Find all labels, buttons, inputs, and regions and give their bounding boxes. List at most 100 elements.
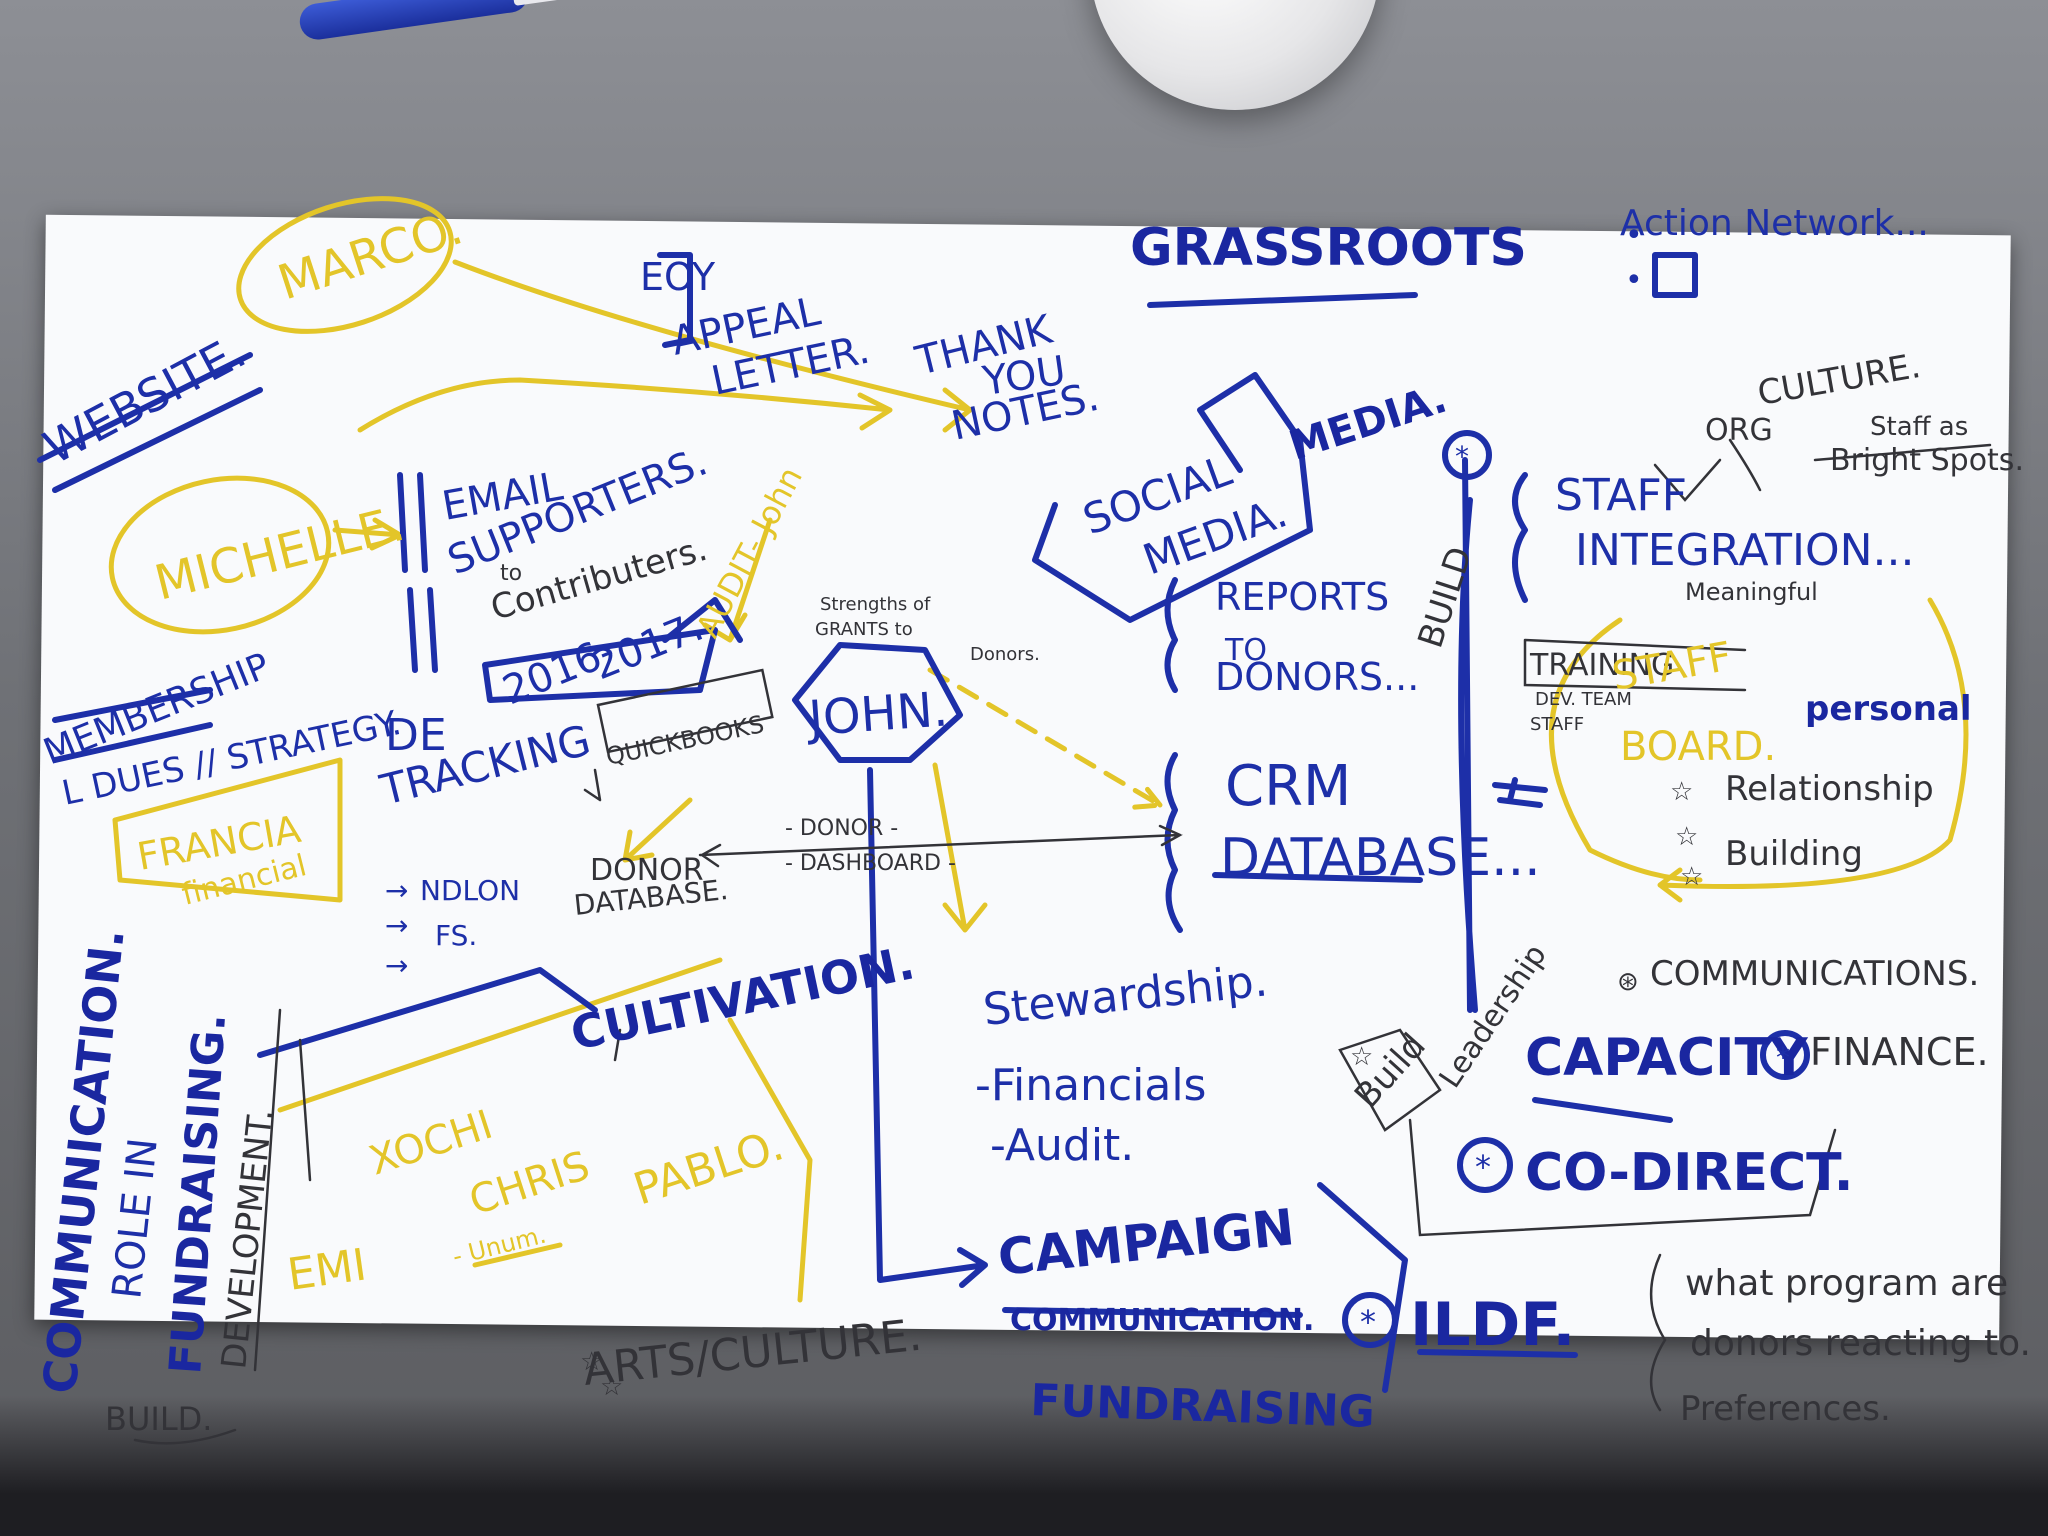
star-1: ☆ xyxy=(1670,777,1693,807)
quickbooks-tick xyxy=(583,768,602,802)
label-arts-culture: ARTS/CULTURE. xyxy=(581,1310,924,1396)
program-brace xyxy=(1649,1253,1667,1412)
arrow-ndlon: → xyxy=(385,874,408,907)
label-ildf: ILDF. xyxy=(1410,1290,1575,1360)
crm-brace xyxy=(1164,752,1183,933)
label-co-direct: CO-DIRECT. xyxy=(1525,1143,1853,1203)
label-culture: CULTURE. xyxy=(1755,346,1924,414)
star-arts-1: ☆ xyxy=(580,1347,603,1377)
label-donors-reacting: donors reacting to. xyxy=(1690,1323,2031,1364)
label-unum: - Unum. xyxy=(450,1221,549,1271)
label-grassroots: GRASSROOTS xyxy=(1130,218,1527,278)
label-grants: GRANTS to xyxy=(815,619,913,640)
label-staff-small: STAFF xyxy=(1530,714,1584,735)
website-underline-2 xyxy=(52,387,263,493)
build-star-circle xyxy=(1442,430,1492,480)
label-bright-spots: Bright Spots. xyxy=(1830,443,2024,478)
label-integration: INTEGRATION... xyxy=(1575,525,1915,576)
label-what-program: what program are xyxy=(1685,1263,2008,1304)
label-action-network: Action Network... xyxy=(1620,203,1929,244)
label-fs: FS. xyxy=(435,919,477,952)
label-de: DE xyxy=(385,710,447,761)
appeal-bracket-right xyxy=(657,252,693,348)
label-dev-team: DEV. TEAM xyxy=(1535,689,1632,710)
label-audit: -Audit. xyxy=(990,1120,1134,1171)
asterisk-ildf: * xyxy=(1360,1303,1376,1341)
email-bars xyxy=(397,472,438,673)
label-build-bottom: BUILD. xyxy=(105,1400,212,1438)
label-xochi: XOCHI xyxy=(364,1102,498,1185)
quickbooks-arrow xyxy=(622,797,693,863)
ildf-underline xyxy=(1417,1349,1578,1358)
label-eoy: EOY xyxy=(640,255,716,299)
arrow-michelle-to-notes xyxy=(357,377,893,433)
label-chris: CHRIS xyxy=(464,1143,595,1225)
label-training: TRAINING xyxy=(1529,648,1674,683)
label-media-2: MEDIA. xyxy=(1284,376,1452,470)
label-year-2: 2017. xyxy=(587,604,710,690)
label-build-vertical: BUILD xyxy=(1411,542,1481,653)
label-meaningful: Meaningful xyxy=(1685,578,1818,606)
john-to-crm-dashed xyxy=(927,667,1163,811)
cultivation-bracket xyxy=(727,1017,813,1303)
checkbox xyxy=(1652,252,1698,298)
label-to-caps: TO xyxy=(1224,633,1267,668)
arrow-fs: → xyxy=(385,909,408,942)
ildf-circle xyxy=(1342,1292,1398,1348)
star-arts-2: ☆ xyxy=(600,1372,623,1402)
francia-box xyxy=(112,757,343,903)
arrow-marco-to-thanks xyxy=(452,259,973,433)
year-box-tab xyxy=(662,597,743,643)
arrow-misc: → xyxy=(385,949,408,982)
label-stewardship: Stewardship. xyxy=(981,955,1270,1036)
dashboard-arrow xyxy=(698,824,1183,868)
label-finance: FINANCE. xyxy=(1810,1030,1989,1074)
label-michelle: MICHELLE. xyxy=(149,496,410,612)
asterisk-co-direct: * xyxy=(1475,1148,1491,1186)
campaign-underline xyxy=(1002,1307,1303,1318)
arrow-john-to-campaign xyxy=(867,767,988,1288)
label-building: Building xyxy=(1725,834,1863,874)
label-ndlon: NDLON xyxy=(420,874,520,907)
staff-board-bracket xyxy=(1548,617,1703,883)
plus-mark xyxy=(1492,777,1548,808)
label-donor-dashboard-1: - DONOR - xyxy=(785,816,898,841)
social-media-box xyxy=(1032,372,1313,623)
label-capacity: CAPACITY xyxy=(1525,1028,1809,1088)
label-website: WEBSITE. xyxy=(35,324,254,475)
reports-brace xyxy=(1164,577,1178,693)
star-3: ☆ xyxy=(1680,862,1703,892)
label-personal: personal xyxy=(1805,689,1972,729)
development-lines xyxy=(253,1008,312,1372)
quickbooks-box xyxy=(596,668,774,754)
cultivation-roof xyxy=(257,967,598,1058)
label-donor-dashboard-2: - DASHBOARD - xyxy=(785,851,956,876)
training-box xyxy=(1523,638,1747,692)
asterisk-communications: ⊛ xyxy=(1617,967,1639,997)
john-pentagon xyxy=(792,642,963,763)
star-2: ☆ xyxy=(1675,822,1698,852)
michelle-oval xyxy=(108,475,332,635)
staff-brace xyxy=(1512,472,1528,603)
label-reports: REPORTS xyxy=(1215,575,1389,619)
label-donors-small: Donors. xyxy=(970,644,1040,665)
cultivation-divider xyxy=(277,957,723,1113)
website-underline-1 xyxy=(37,352,253,463)
misc-tick xyxy=(613,1028,622,1062)
membership-underline xyxy=(52,687,213,763)
year-box xyxy=(482,627,718,703)
unum-line xyxy=(472,1242,563,1268)
asterisk-build: * xyxy=(1455,440,1469,473)
label-communication-horizontal: COMMUNICATION. xyxy=(1010,1303,1314,1338)
ildf-bracket xyxy=(1317,1182,1408,1393)
label-emi: EMI xyxy=(284,1239,369,1300)
label-role-in: ROLE IN xyxy=(104,1136,167,1301)
label-database: DATABASE... xyxy=(1220,828,1541,888)
label-donor-db-1: DONOR xyxy=(590,853,704,888)
capacity-underline xyxy=(1532,1097,1673,1123)
arrow-to-email xyxy=(332,517,403,551)
bullet-1: • xyxy=(1625,218,1643,253)
grassroots-underline xyxy=(1147,292,1418,308)
